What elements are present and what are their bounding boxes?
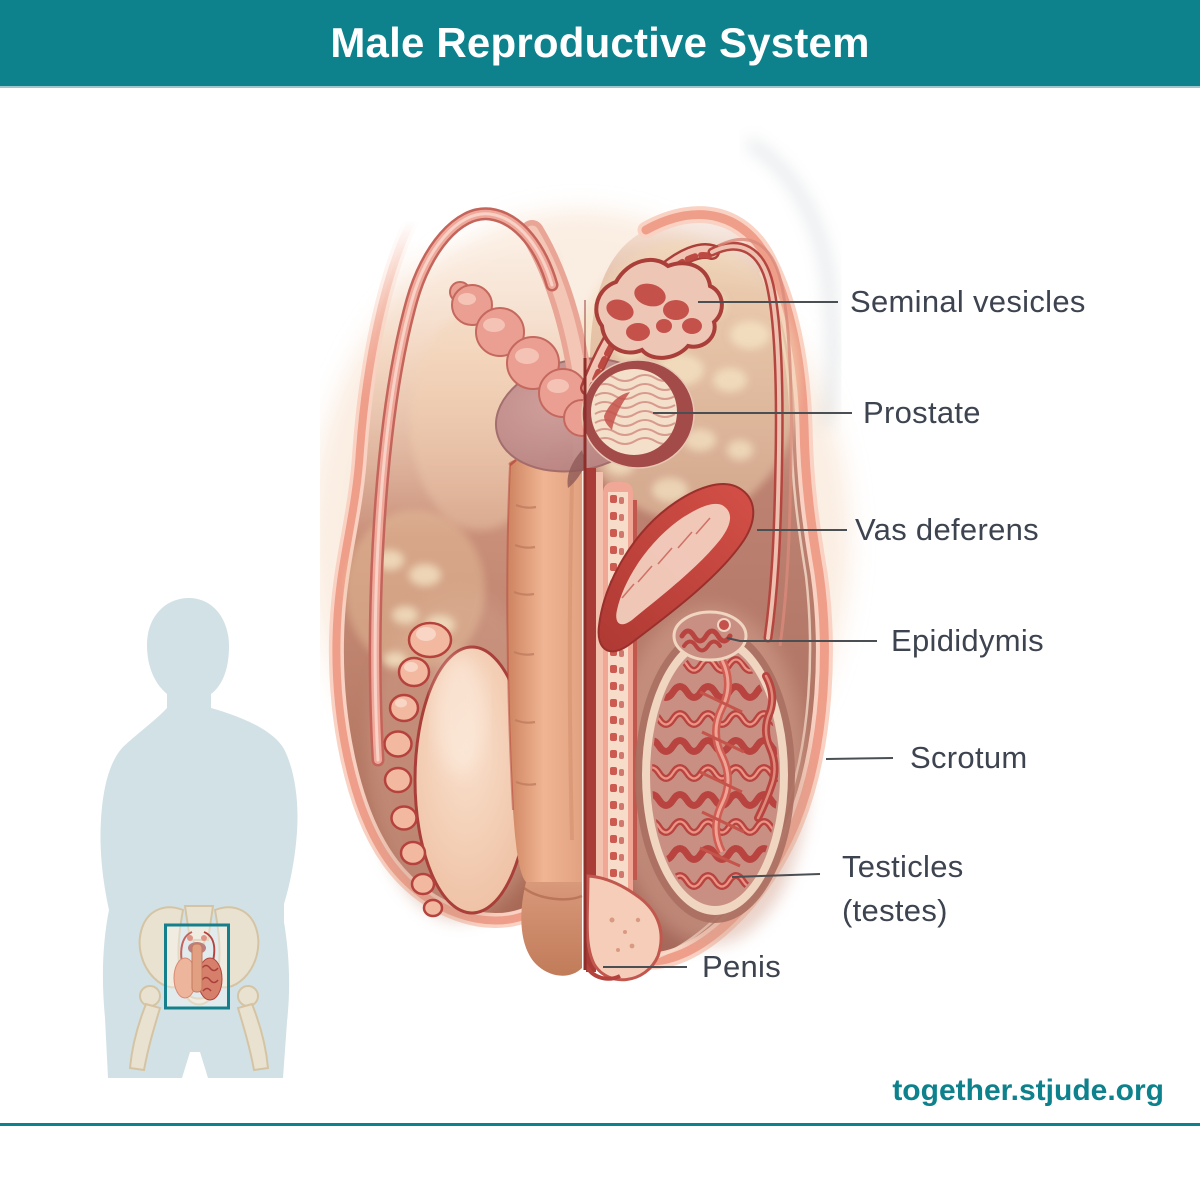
epididymis-right — [672, 610, 748, 662]
line-testicles — [731, 873, 821, 878]
inset-mini-diagram — [164, 923, 230, 1010]
vas-deferens-left — [368, 207, 559, 767]
body-silhouette — [100, 598, 298, 1078]
page-title: Male Reproductive System — [330, 19, 870, 66]
label-testicles: Testicles (testes) — [842, 845, 964, 933]
seminal-vesicle-right — [594, 257, 724, 360]
label-vas-deferens: Vas deferens — [855, 512, 1039, 547]
glans — [521, 882, 582, 976]
soft-shadow — [745, 137, 838, 426]
penis-left-shaft — [506, 459, 583, 976]
website-link[interactable]: together.stjude.org — [892, 1074, 1164, 1107]
label-testicles-line2: (testes) — [842, 893, 948, 928]
line-epididymis — [726, 637, 877, 642]
corpus-cavernosum — [597, 483, 755, 653]
epididymis-left — [383, 621, 453, 918]
footer-divider — [0, 1123, 1200, 1126]
header-bar: Male Reproductive System — [0, 0, 1200, 88]
penile-bulb — [584, 874, 663, 982]
anatomy-illustration — [320, 137, 894, 982]
testicle-left — [413, 645, 531, 915]
leader-lines — [603, 301, 894, 968]
label-testicles-line1: Testicles — [842, 849, 964, 884]
label-seminal-vesicles: Seminal vesicles — [850, 284, 1086, 319]
prostate — [581, 359, 695, 469]
bladder-neck — [567, 450, 586, 488]
label-prostate: Prostate — [863, 395, 981, 430]
label-epididymis: Epididymis — [891, 623, 1044, 658]
label-scrotum: Scrotum — [910, 740, 1028, 775]
label-penis: Penis — [702, 949, 782, 984]
testicle-right — [635, 610, 795, 923]
line-scrotum — [825, 757, 894, 760]
